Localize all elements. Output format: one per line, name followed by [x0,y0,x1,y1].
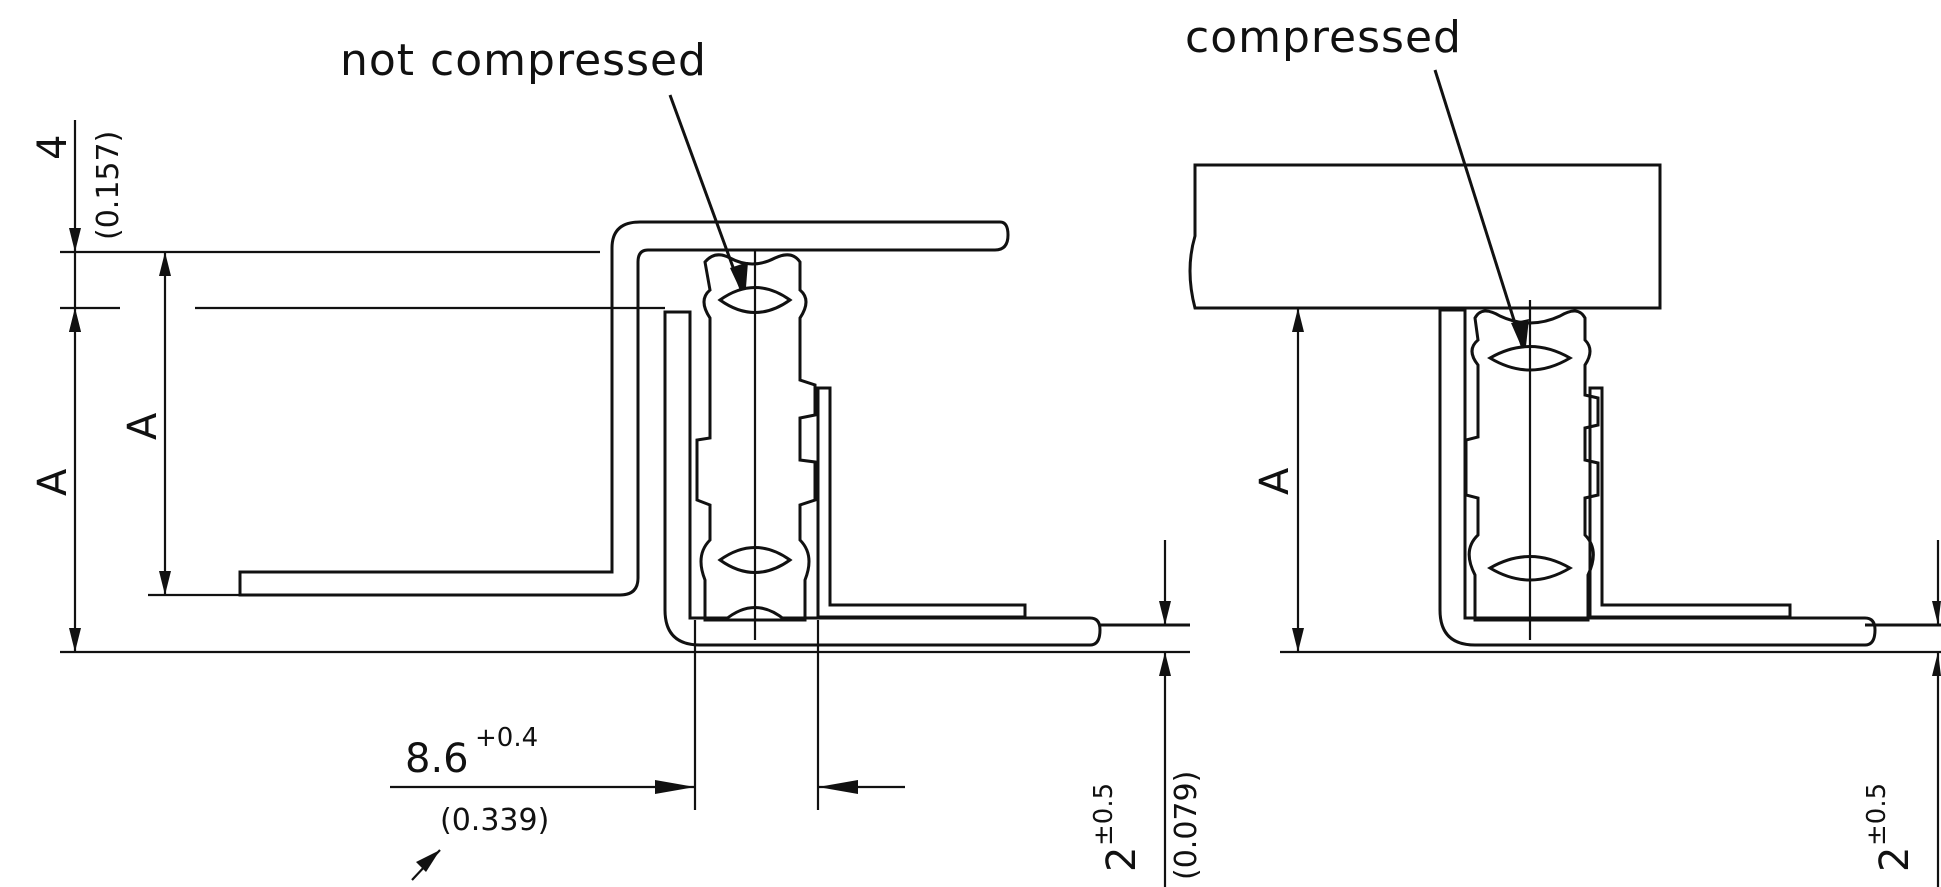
svg-text:A: A [120,412,166,440]
svg-text:±0.5: ±0.5 [1862,783,1892,846]
dim-height-right: A [1252,308,1304,652]
svg-text:2: 2 [1099,847,1145,872]
dim-height-inner: A [120,252,171,595]
frame-channel-right [1438,308,1941,647]
gasket-uncompressed [695,250,817,640]
dim-top-offset: 4 (0.157) [30,120,126,332]
svg-text:8.6: 8.6 [405,736,469,782]
dim-height-outer: A [30,308,81,652]
svg-text:+0.4: +0.4 [475,723,538,753]
svg-text:A: A [30,468,76,496]
svg-text:±0.5: ±0.5 [1089,783,1119,846]
label-not-compressed: not compressed [340,35,707,86]
svg-text:4: 4 [30,135,76,160]
svg-text:A: A [1252,467,1298,495]
dim-gap: 2 ±0.5 (0.079) [1089,540,1204,887]
lid-profile [238,220,1010,597]
svg-text:(0.157): (0.157) [91,131,126,240]
gasket-compressed [1464,300,1600,640]
right-view-compressed: compressed A [1185,12,1941,887]
svg-text:(0.339): (0.339) [440,803,549,838]
leader-not-compressed [668,94,747,301]
lid-block [1188,163,1662,310]
dim-gap-right: 2 ±0.5 [1862,540,1941,887]
frame-channel [663,310,1190,647]
svg-text:2: 2 [1872,847,1918,872]
label-compressed: compressed [1185,12,1462,63]
left-view-not-compressed: not compressed [30,35,1204,887]
dim-gasket-width: 8.6 +0.4 (0.339) [390,620,905,881]
svg-text:(0.079): (0.079) [1169,771,1204,880]
